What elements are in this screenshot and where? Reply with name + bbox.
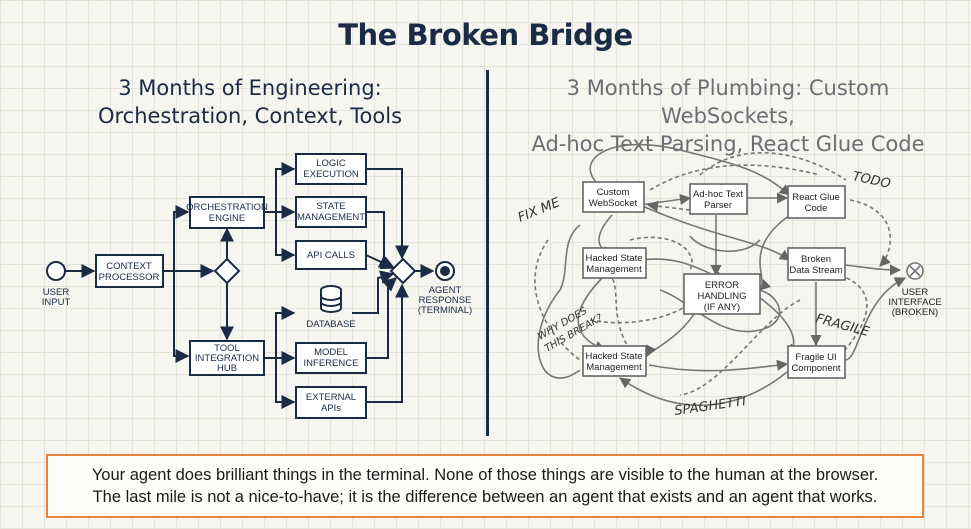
fragile-ui-label-2: Component <box>791 363 840 374</box>
agent-response-label-1: AGENT <box>429 285 462 296</box>
right-boxes <box>582 181 846 379</box>
note-fragile: FRAGILE <box>814 311 872 340</box>
fragile-ui-box <box>787 345 846 379</box>
orchestration-engine-label-1: ORCHESTRATION <box>186 202 268 213</box>
agent-response-label-2: RESPONSE <box>419 295 472 306</box>
note-spaghetti: SPAGHETTI <box>673 394 747 419</box>
database-icon <box>320 285 342 313</box>
fragile-ui-label-1: Fragile UI <box>795 352 836 363</box>
orchestration-engine-label-2: ENGINE <box>209 213 245 224</box>
database-label: DATABASE <box>306 319 355 330</box>
model-inference-label-2: INFERENCE <box>304 358 359 369</box>
external-apis-label-1: EXTERNAL <box>306 392 356 403</box>
note-fix-me: FIX ME <box>516 195 563 226</box>
left-diagram <box>46 153 455 419</box>
left-subtitle-line1: 3 Months of Engineering: <box>118 76 382 100</box>
broken-data-stream-box <box>787 247 846 281</box>
error-handling-label-2: HANDLING <box>697 291 746 302</box>
state-management-label-2: MANAGEMENT <box>297 212 365 223</box>
split-diamond <box>213 257 241 285</box>
left-subtitle-line2: Orchestration, Context, Tools <box>97 104 403 128</box>
note-todo: TODO <box>851 169 892 192</box>
adhoc-parser-label-2: Parser <box>704 200 732 211</box>
user-interface-label-1: USER <box>902 287 929 298</box>
broken-data-stream-label-2: Data Stream <box>789 265 842 276</box>
footer-line1: Your agent does brilliant things in the … <box>91 466 879 484</box>
model-inference-label-1: MODEL <box>314 347 348 358</box>
right-subtitle-line2: Ad-hoc Text Parsing, React Glue Code <box>531 132 925 156</box>
user-interface-label-2: INTERFACE <box>888 297 941 308</box>
broken-data-stream-label-1: Broken <box>801 254 831 265</box>
model-inference-box <box>295 342 367 374</box>
custom-websocket-label-2: WebSocket <box>589 198 638 209</box>
tool-hub-label-2: INTEGRATION <box>195 353 259 364</box>
hacked-state-2-label-1: Hacked State <box>585 351 642 362</box>
error-handling-label-1: ERROR <box>705 280 739 291</box>
hacked-state-1-label-2: Management <box>586 264 642 275</box>
api-calls-label: API CALLS <box>307 250 355 261</box>
footer-line2: The last mile is not a nice-to-have; it … <box>92 488 878 506</box>
logic-execution-label-2: EXECUTION <box>303 169 359 180</box>
hacked-state-2-label-2: Management <box>586 362 642 373</box>
left-subtitle: 3 Months of Engineering: Orchestration, … <box>40 74 460 130</box>
user-input-label-1: USER <box>43 287 70 298</box>
user-interface-label-3: (BROKEN) <box>892 307 938 318</box>
adhoc-parser-box <box>689 183 748 215</box>
footer-callout: Your agent does brilliant things in the … <box>46 454 924 518</box>
logic-execution-label-1: LOGIC <box>316 158 346 169</box>
custom-websocket-box <box>582 181 645 213</box>
tool-hub-label-1: TOOL <box>214 343 240 354</box>
hacked-state-1-label-1: Hacked State <box>585 253 642 264</box>
react-glue-label-1: React Glue <box>792 192 840 203</box>
context-processor-label-1: CONTEXT <box>106 261 152 272</box>
user-interface-broken-node <box>906 262 924 280</box>
react-glue-code-box <box>787 185 846 219</box>
center-divider <box>486 70 489 436</box>
tool-integration-hub-box <box>189 340 265 376</box>
hacked-state-box-1 <box>582 247 647 279</box>
error-handling-label-3: (IF ANY) <box>704 302 740 313</box>
user-input-label-2: INPUT <box>42 297 71 308</box>
error-handling-box <box>683 273 761 315</box>
custom-websocket-label-1: Custom <box>597 187 630 198</box>
external-apis-label-2: APIs <box>321 403 341 414</box>
merge-diamond <box>389 257 417 285</box>
user-input-node <box>46 261 66 281</box>
context-processor-label-2: PROCESSOR <box>99 272 160 283</box>
tool-hub-label-3: HUB <box>217 363 237 374</box>
agent-response-label-3: (TERMINAL) <box>418 305 472 316</box>
state-management-label-1: STATE <box>316 201 345 212</box>
hacked-state-box-2 <box>582 345 647 377</box>
react-glue-label-2: Code <box>805 203 828 214</box>
right-subtitle: 3 Months of Plumbing: Custom WebSockets,… <box>508 74 948 158</box>
adhoc-parser-label-1: Ad-hoc Text <box>693 189 743 200</box>
page-title: The Broken Bridge <box>338 18 633 52</box>
right-subtitle-line1: 3 Months of Plumbing: Custom WebSockets, <box>566 76 890 128</box>
